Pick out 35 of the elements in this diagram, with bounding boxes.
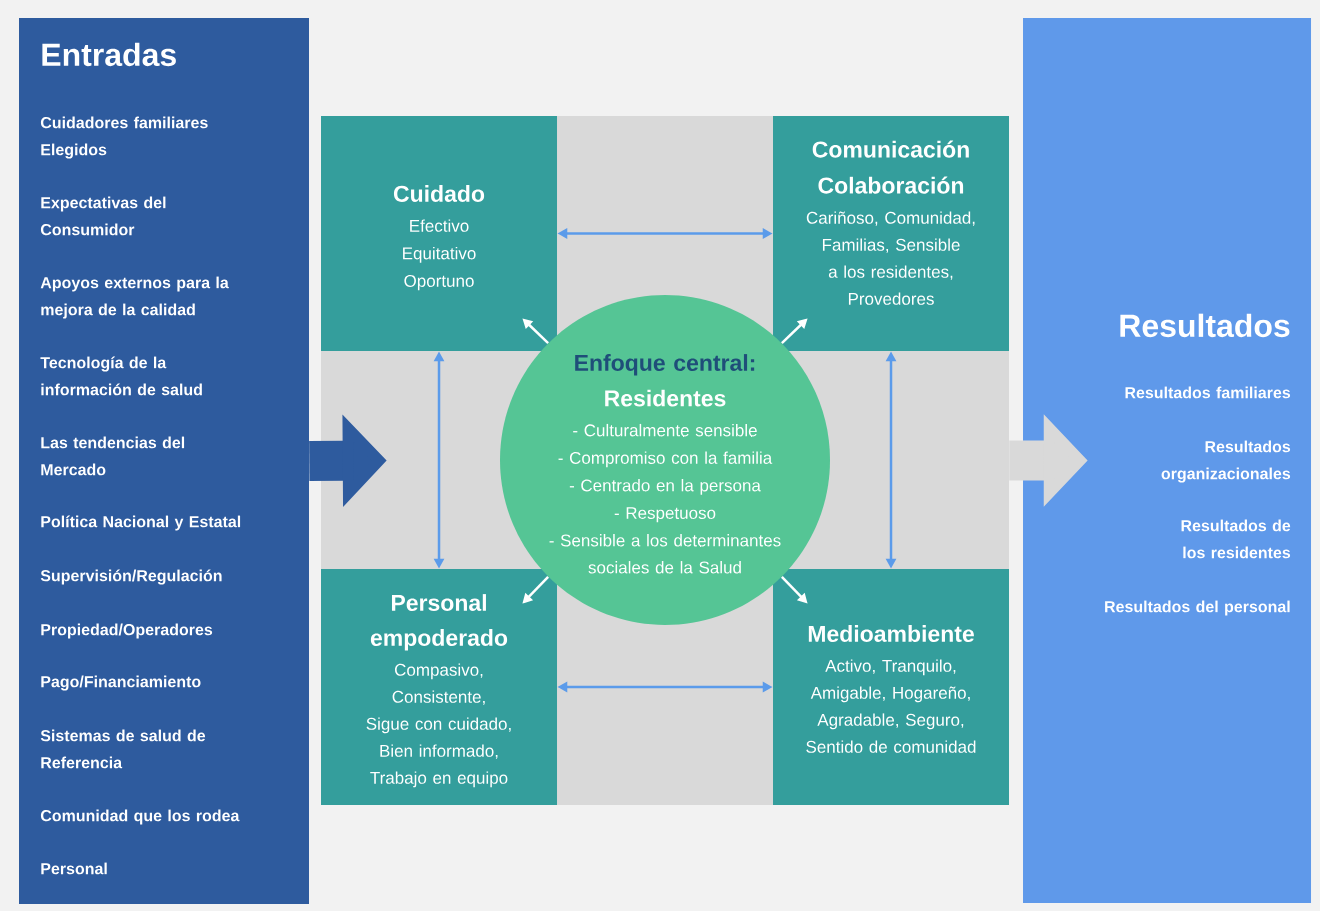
outcome-item: Resultados familiares (1125, 386, 1291, 399)
input-item: Pago/Financiamiento (41, 675, 201, 691)
input-item: Política Nacional y Estatal (41, 515, 241, 531)
input-item: Apoyos externos para la mejora de la calidad (40, 276, 229, 319)
circle-item: - Compromiso con la familia (558, 451, 773, 468)
box-heading: Comunicación Colaboración (812, 140, 969, 194)
circle-item: - Culturalmente sensible (573, 423, 757, 437)
circle-item: - Sensible a los determinantes sociales de la Salud (549, 534, 781, 574)
box-text: Oportuno (404, 274, 474, 291)
input-item: Personal (41, 862, 107, 875)
input-item: Las tendencias del Mercado (41, 436, 185, 476)
circle-item: - Respetuoso (614, 507, 716, 523)
box-text: Equitativo (403, 246, 476, 263)
circle-heading: Residentes (605, 389, 726, 407)
circle-heading: Enfoque central: (575, 354, 755, 376)
outcome-item: Resultados organizacionales (1161, 440, 1291, 483)
input-item: Supervisión/Regulación (40, 569, 222, 585)
input-item: Comunidad que los rodea (40, 809, 240, 825)
input-item: Cuidadores familiares Elegidos (40, 116, 208, 159)
box-heading: Cuidado (393, 185, 485, 202)
box-text: Compasivo, Consistente, Sigue con cuidado, Bien informado, Trabajo en equipo (366, 663, 511, 788)
input-item: Expectativas del Consumidor (40, 196, 166, 236)
panel-title: Resultados (1120, 313, 1290, 338)
box-text: Efectivo (410, 219, 469, 232)
box-text: Cariñoso, Comunidad, Familias, Sensible a los residentes, Provedores (806, 211, 975, 305)
circle-item: - Centrado en la persona (569, 479, 761, 495)
input-item: Tecnología de la información de salud (40, 356, 202, 396)
input-item: Propiedad/Operadores (41, 623, 213, 639)
box-text: Activo, Tranquilo, Amigable, Hogareño, Agradable, Seguro, Sentido de comunidad (806, 659, 976, 753)
box-heading: Medioambiente (808, 625, 974, 642)
panel-title: Entradas (42, 42, 176, 67)
outcome-item: Resultados del personal (1105, 600, 1290, 616)
box-heading: Personal empoderado (370, 594, 508, 651)
input-item: Sistemas de salud de Referencia (40, 729, 206, 769)
outcome-item: Resultados de los residentes (1181, 519, 1291, 559)
